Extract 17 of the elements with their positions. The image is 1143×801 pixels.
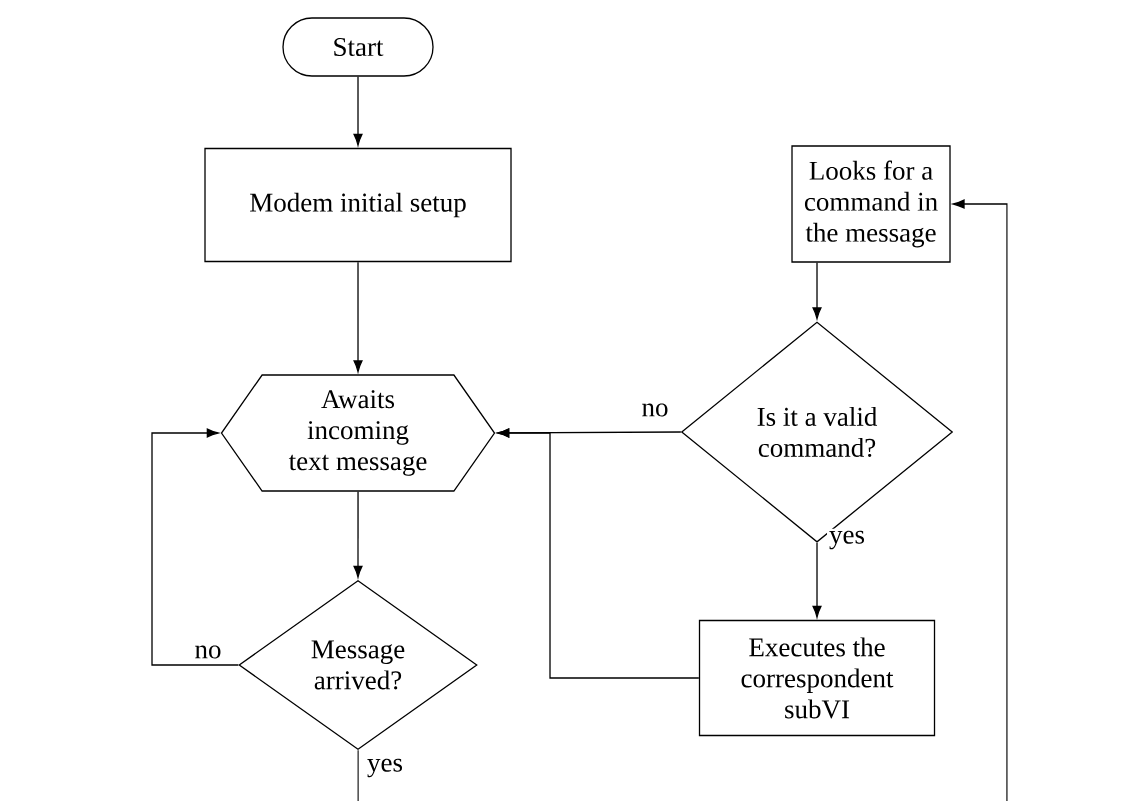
edge-label: yes — [365, 756, 405, 780]
edge-label: no — [192, 643, 224, 661]
arrow — [353, 261, 363, 373]
display-box: Awaits incoming text message — [220, 374, 496, 492]
arrow — [812, 262, 822, 320]
process-box: Modem initial setup — [204, 147, 512, 263]
arrow — [812, 542, 822, 618]
arrow — [151, 428, 239, 666]
arrow — [497, 428, 700, 679]
arrow — [353, 491, 363, 578]
process-box: Executes the correspondent subVI — [698, 619, 936, 737]
arrow — [357, 199, 1008, 801]
process-box: Looks for a command in the message — [791, 145, 951, 263]
arrow — [353, 76, 363, 146]
terminal-box: Start — [282, 17, 434, 77]
edge-label: no — [639, 401, 671, 419]
edge-label: yes — [827, 528, 867, 552]
